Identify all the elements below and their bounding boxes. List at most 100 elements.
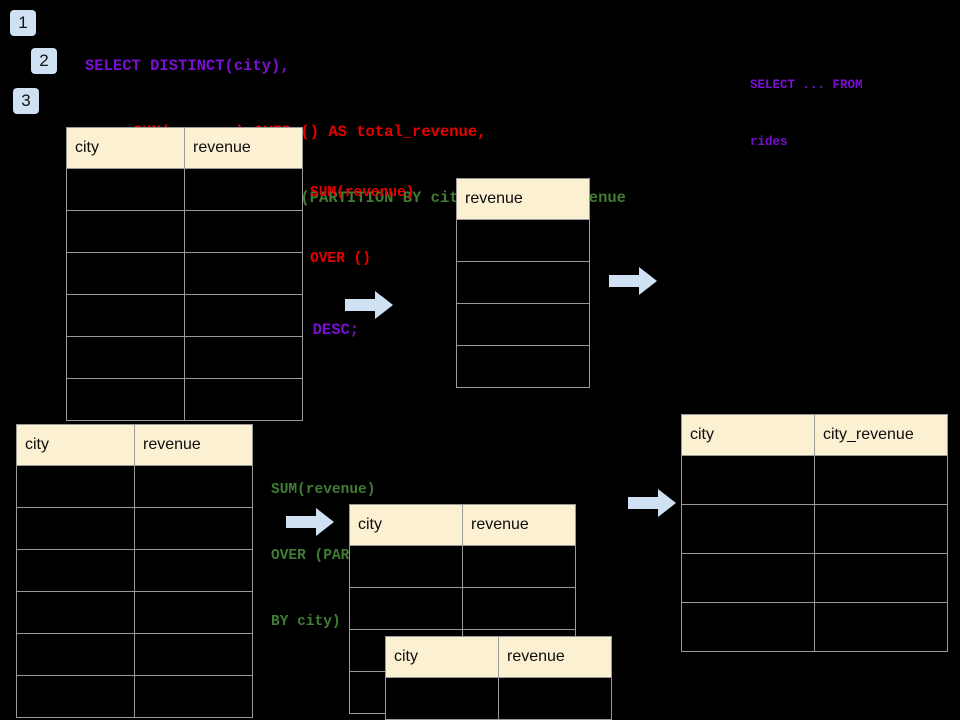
side-note-line-1: SELECT ... FROM — [750, 78, 863, 92]
cell-city — [16, 675, 135, 718]
table-row — [456, 345, 590, 388]
table-row — [66, 168, 303, 211]
column-header-revenue: revenue — [184, 127, 303, 169]
arrow-source-to-total-icon — [345, 291, 393, 319]
cell-revenue — [184, 252, 303, 295]
table-row — [349, 587, 576, 630]
cell-city — [385, 677, 499, 720]
step-badge-3: 3 — [13, 88, 39, 114]
cell-city — [66, 378, 185, 421]
column-header-city: city — [16, 424, 135, 466]
table-row — [66, 294, 303, 337]
column-header-revenue: revenue — [456, 178, 590, 220]
table-row — [681, 455, 948, 505]
cell-revenue — [184, 168, 303, 211]
table-source-bottom: city revenue — [16, 424, 253, 718]
cell-revenue — [462, 587, 576, 630]
cell-city — [66, 252, 185, 295]
table-source-top: city revenue — [66, 127, 303, 421]
step-badge-3-label: 3 — [21, 91, 31, 110]
cell-city — [16, 549, 135, 592]
cell-city — [16, 591, 135, 634]
arrow-source-to-partition-icon — [286, 508, 334, 536]
cell-revenue — [134, 675, 253, 718]
arrow-total-to-result-icon — [609, 267, 657, 295]
cell-city — [66, 294, 185, 337]
cell-revenue — [462, 545, 576, 588]
cell-city — [16, 633, 135, 676]
table-row — [16, 465, 253, 508]
table-row — [66, 378, 303, 421]
cell-city — [66, 336, 185, 379]
table-total-revenue: revenue — [456, 178, 590, 388]
table-row — [16, 633, 253, 676]
table-row — [456, 219, 590, 262]
column-header-revenue: revenue — [134, 424, 253, 466]
table-header-row: revenue — [456, 178, 590, 220]
cell-revenue — [134, 507, 253, 550]
column-header-revenue: revenue — [498, 636, 612, 678]
table-row — [681, 602, 948, 652]
table-row — [349, 545, 576, 588]
table-header-row: city city_revenue — [681, 414, 948, 456]
table-row — [66, 210, 303, 253]
table-row — [456, 303, 590, 346]
annotation-total-window-line-2: OVER () — [310, 251, 371, 267]
cell-revenue — [134, 633, 253, 676]
cell-revenue — [134, 591, 253, 634]
table-header-row: city revenue — [16, 424, 253, 466]
cell-city-revenue — [814, 455, 948, 505]
side-note-select-from: SELECT ... FROM rides — [750, 38, 863, 190]
cell-city-revenue — [814, 504, 948, 554]
table-row — [385, 677, 612, 720]
table-row — [456, 261, 590, 304]
cell-revenue — [498, 677, 612, 720]
cell-city — [349, 545, 463, 588]
cell-revenue — [456, 303, 590, 346]
cell-city — [349, 587, 463, 630]
table-row — [66, 336, 303, 379]
cell-city — [681, 553, 815, 603]
step-badge-2-label: 2 — [39, 51, 49, 70]
step-badge-1-label: 1 — [18, 13, 28, 32]
annotation-partition-window-line-3: BY city) — [271, 614, 341, 630]
table-header-row: city revenue — [385, 636, 612, 678]
column-header-city: city — [385, 636, 499, 678]
table-row — [16, 507, 253, 550]
cell-revenue — [184, 378, 303, 421]
cell-city-revenue — [814, 602, 948, 652]
side-note-line-2: rides — [750, 135, 788, 149]
table-row — [16, 675, 253, 718]
column-header-city: city — [66, 127, 185, 169]
table-result: city city_revenue — [681, 414, 948, 652]
table-header-row: city revenue — [66, 127, 303, 169]
column-header-revenue: revenue — [462, 504, 576, 546]
cell-city — [66, 210, 185, 253]
table-header-row: city revenue — [349, 504, 576, 546]
arrow-partition-to-result-icon — [628, 489, 676, 517]
cell-city — [681, 504, 815, 554]
cell-revenue — [184, 336, 303, 379]
cell-revenue — [456, 261, 590, 304]
cell-revenue — [184, 294, 303, 337]
sql-line-select: SELECT DISTINCT(city), — [85, 57, 290, 75]
column-header-city: city — [681, 414, 815, 456]
step-badge-2: 2 — [31, 48, 57, 74]
cell-revenue — [134, 549, 253, 592]
column-header-city: city — [349, 504, 463, 546]
table-row — [681, 553, 948, 603]
cell-city — [681, 602, 815, 652]
annotation-total-window-line-1: SUM(revenue) — [310, 185, 415, 201]
table-row — [16, 591, 253, 634]
annotation-total-window: SUM(revenue) OVER () — [310, 138, 414, 314]
cell-revenue — [456, 345, 590, 388]
cell-city — [16, 465, 135, 508]
cell-revenue — [184, 210, 303, 253]
annotation-partition-window-line-1: SUM(revenue) — [271, 482, 376, 498]
table-row — [66, 252, 303, 295]
cell-revenue — [134, 465, 253, 508]
cell-city — [681, 455, 815, 505]
table-row — [681, 504, 948, 554]
cell-city — [16, 507, 135, 550]
